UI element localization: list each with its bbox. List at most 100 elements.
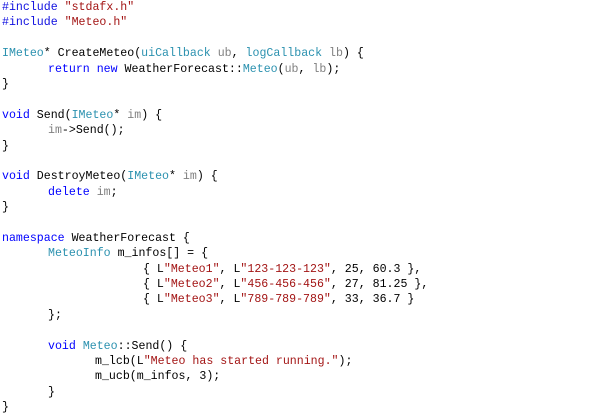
code-token xyxy=(90,63,97,76)
code-token: ) { xyxy=(141,108,163,122)
code-token: ); xyxy=(326,62,341,76)
code-token: } xyxy=(48,385,55,399)
code-line: { L"Meteo3", L"789-789-789", 33, 36.7 } xyxy=(2,292,428,307)
code-line: } xyxy=(2,139,428,154)
code-token: delete xyxy=(48,185,90,199)
code-line: #include "stdafx.h" xyxy=(2,0,428,15)
code-line: } xyxy=(2,77,428,92)
code-token: logCallback xyxy=(245,47,323,61)
code-token: , L xyxy=(219,293,241,307)
code-line xyxy=(2,154,428,169)
code-token xyxy=(90,186,97,199)
code-token: { L xyxy=(143,262,164,276)
code-line: delete im; xyxy=(2,185,428,200)
code-token: "Meteo1" xyxy=(163,262,220,276)
code-line: } xyxy=(2,385,428,400)
code-token: , L xyxy=(219,262,241,276)
code-line: } xyxy=(2,400,428,415)
code-editor[interactable]: #include "stdafx.h"#include "Meteo.h"IMe… xyxy=(2,0,428,416)
code-token: , 33, 36.7 } xyxy=(330,293,415,307)
code-token: ) { xyxy=(342,47,364,61)
code-token: "789-789-789" xyxy=(240,293,331,307)
code-token: return xyxy=(48,62,90,76)
code-token: }; xyxy=(48,308,62,322)
code-token: } xyxy=(2,201,9,215)
code-line: im->Send(); xyxy=(2,123,428,138)
code-token: WeatherForecast:: xyxy=(117,62,243,76)
code-token: "Meteo.h" xyxy=(64,16,128,30)
code-token: WeatherForecast { xyxy=(64,231,190,245)
code-token: Meteo xyxy=(242,62,278,76)
code-token xyxy=(322,47,329,60)
code-token: * CreateMeteo( xyxy=(43,47,142,61)
code-token xyxy=(76,340,83,353)
code-token: ) { xyxy=(196,170,218,184)
code-token: ( xyxy=(277,62,285,76)
code-line: MeteoInfo m_infos[] = { xyxy=(2,246,428,261)
code-token: uiCallback xyxy=(141,47,211,61)
code-token: Meteo xyxy=(82,339,118,353)
code-token: im xyxy=(182,170,197,184)
code-line: #include "Meteo.h" xyxy=(2,15,428,30)
code-token: DestroyMeteo( xyxy=(29,170,128,184)
code-token: MeteoInfo xyxy=(48,247,111,261)
code-line: }; xyxy=(2,308,428,323)
code-token: #include xyxy=(2,1,65,14)
code-token: } xyxy=(2,77,9,91)
code-token: "Meteo has started running." xyxy=(143,354,339,368)
code-token: IMeteo xyxy=(127,170,169,184)
code-token: lb xyxy=(329,47,343,61)
code-line: m_ucb(m_infos, 3); xyxy=(2,369,428,384)
code-token: #include xyxy=(2,16,65,30)
code-token: namespace xyxy=(2,231,65,245)
code-line xyxy=(2,215,428,230)
code-line: return new WeatherForecast::Meteo(ub, lb… xyxy=(2,62,428,77)
code-line xyxy=(2,323,428,338)
code-token: } xyxy=(2,401,9,415)
code-token: void xyxy=(48,339,76,353)
code-token: "Meteo3" xyxy=(163,293,220,307)
code-line: { L"Meteo1", L"123-123-123", 25, 60.3 }, xyxy=(2,262,428,277)
code-token: } xyxy=(2,139,9,153)
code-token: IMeteo xyxy=(71,108,114,122)
code-token: m_lcb(L xyxy=(95,354,144,368)
code-token: "456-456-456" xyxy=(240,278,331,292)
code-line: namespace WeatherForecast { xyxy=(2,231,428,246)
code-token: ub xyxy=(217,47,232,61)
code-token: new xyxy=(96,62,118,76)
code-token: Send( xyxy=(29,108,72,122)
code-token: lb xyxy=(312,62,327,76)
code-token: "stdafx.h" xyxy=(64,1,135,14)
code-token: "123-123-123" xyxy=(240,262,331,276)
code-token: ; xyxy=(110,185,118,199)
code-token: m_ucb(m_infos, 3); xyxy=(95,370,221,384)
code-line: { L"Meteo2", L"456-456-456", 27, 81.25 }… xyxy=(2,277,428,292)
code-token: ->Send(); xyxy=(61,124,125,138)
code-line: m_lcb(L"Meteo has started running."); xyxy=(2,354,428,369)
code-token: void xyxy=(2,108,30,122)
code-token: IMeteo xyxy=(2,47,44,61)
code-token: , xyxy=(298,62,313,76)
code-token: , 27, 81.25 }, xyxy=(330,278,429,292)
code-token: ::Send() { xyxy=(117,339,188,353)
code-line: void Meteo::Send() { xyxy=(2,339,428,354)
code-token: , xyxy=(231,47,246,61)
code-token: * xyxy=(169,170,183,184)
code-token: { L xyxy=(143,278,164,292)
code-token: ub xyxy=(284,62,299,76)
code-token: "Meteo2" xyxy=(163,278,220,292)
code-line: } xyxy=(2,200,428,215)
code-line: void DestroyMeteo(IMeteo* im) { xyxy=(2,169,428,184)
code-token: void xyxy=(2,170,30,184)
code-token: m_infos[] = { xyxy=(110,247,209,261)
code-token xyxy=(211,47,218,60)
code-line: IMeteo* CreateMeteo(uiCallback ub, logCa… xyxy=(2,46,428,61)
code-line xyxy=(2,31,428,46)
code-line xyxy=(2,92,428,107)
code-token: im xyxy=(48,124,62,138)
code-token: im xyxy=(127,108,142,122)
code-token: , L xyxy=(219,278,241,292)
code-token: ); xyxy=(338,354,353,368)
code-token: im xyxy=(96,185,111,199)
code-token: * xyxy=(113,108,128,122)
